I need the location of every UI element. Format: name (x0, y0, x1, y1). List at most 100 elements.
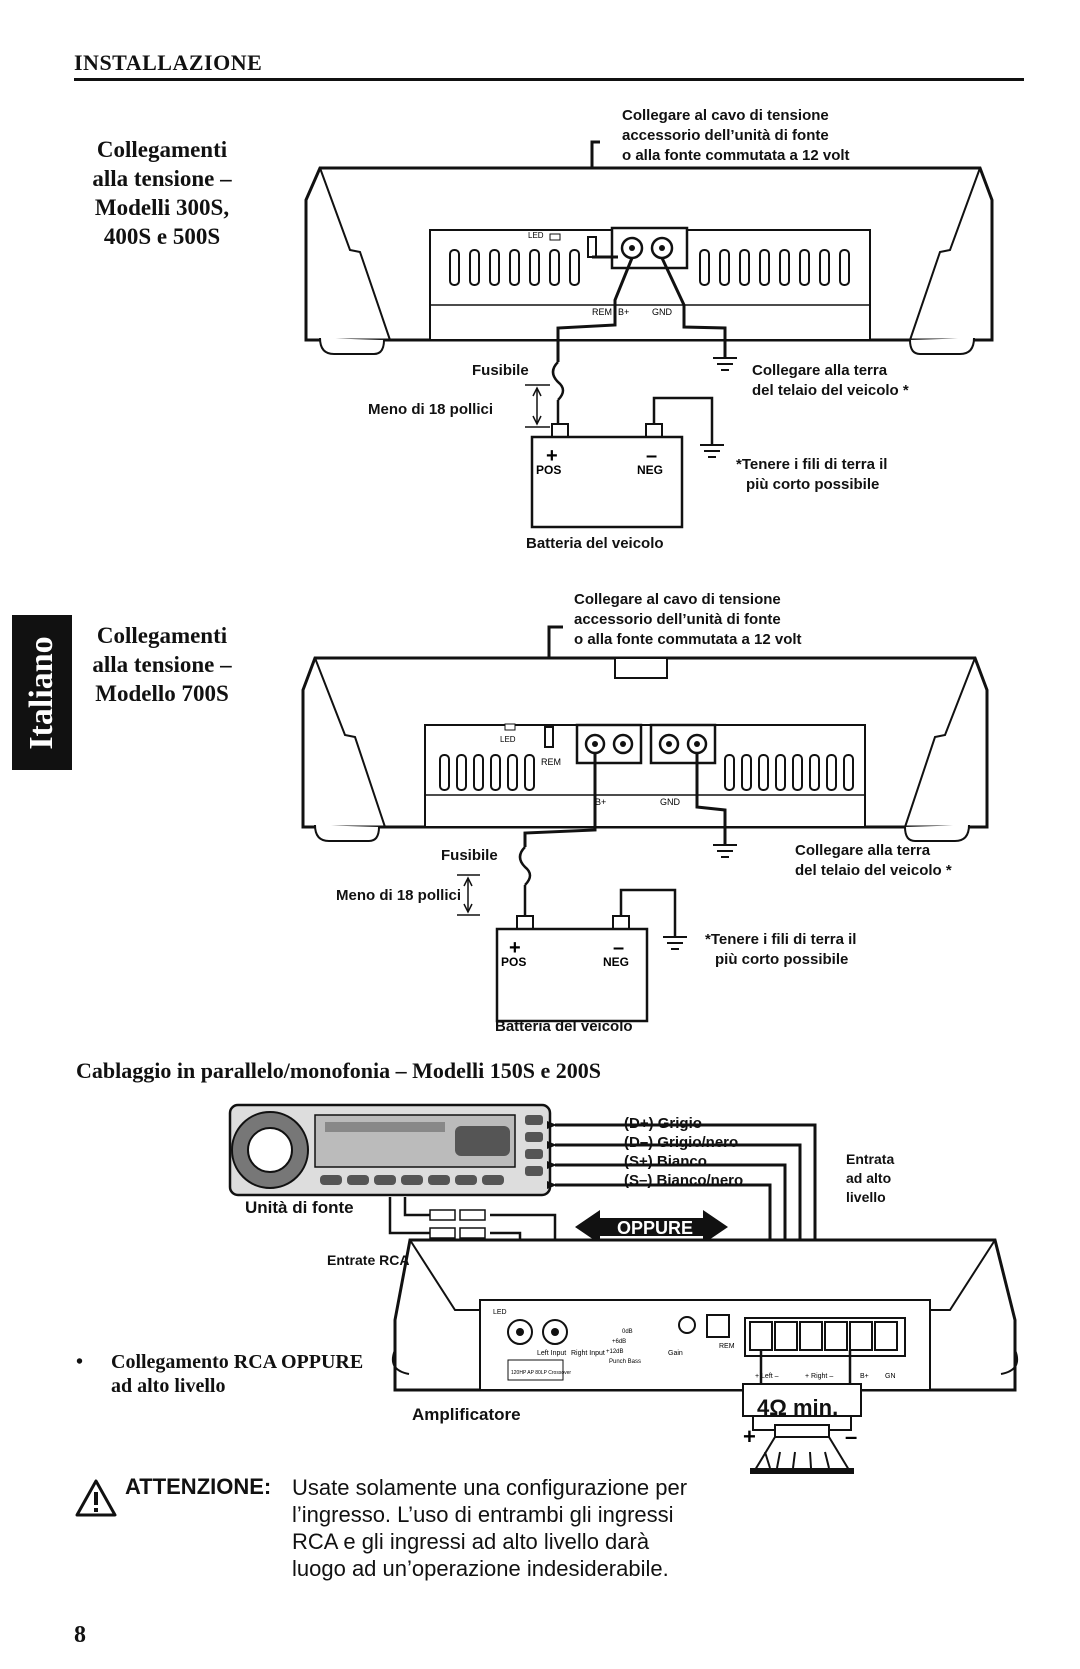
wire-label: (D–) Grigio/nero (624, 1134, 739, 1151)
gnd-label: GND (660, 797, 681, 807)
wire-label: (S–) Bianco/nero (624, 1172, 744, 1189)
bullet-text: ad alto livello (111, 1375, 226, 1397)
battery-icon (530, 435, 684, 529)
gain-0db: 0dB (622, 1329, 633, 1335)
bullet-text: Collegamento RCA OPPURE (111, 1351, 364, 1373)
battery-minus: – (646, 445, 657, 467)
fuse-label: Fusibile (441, 847, 498, 864)
header-rule (74, 78, 1024, 81)
speaker-minus: – (845, 1424, 857, 1449)
label-line: Collegare alla terra (752, 362, 888, 379)
gain-label: Gain (668, 1350, 683, 1357)
warning-triangle-icon (75, 1479, 117, 1517)
warning-line: Usate solamente una configurazione per (292, 1475, 688, 1500)
punch-bass-label: Punch Bass (609, 1359, 641, 1365)
power-diagram-700s: LED REM B+ GND + – POS NEG (301, 625, 989, 1023)
fuse-icon (551, 361, 565, 428)
label-line: del telaio del veicolo * (752, 382, 909, 399)
oppure-arrow-icon (575, 1210, 728, 1244)
warning-line: l’ingresso. L’uso di entrambi gli ingres… (292, 1502, 674, 1527)
label-line: accessorio dell’unità di fonte (574, 611, 781, 628)
battery-pos: POS (536, 463, 561, 477)
ground-icon (713, 357, 737, 371)
gain-12db: +12dB (606, 1349, 624, 1355)
label-line: ad alto (846, 1170, 892, 1186)
speaker-plus: + (743, 1424, 756, 1449)
label-line: livello (846, 1189, 886, 1205)
led-label: LED (528, 231, 544, 240)
speaker-icon (750, 1424, 854, 1474)
section1-title-line: Modelli 300S, (94, 195, 230, 220)
page-header-title: INSTALLAZIONE (74, 50, 263, 75)
label-line: *Tenere i fili di terra il (705, 931, 857, 948)
gnd-label: GND (652, 307, 673, 317)
high-level-input-label: Entrata ad alto livello (846, 1150, 894, 1207)
chassis-ground-label: Collegare alla terra del telaio del veic… (795, 841, 952, 881)
rem-label: REM (541, 757, 561, 767)
parallel-mono-diagram: OPPURE LED Left Input Right Input 0dB +6… (228, 1103, 1019, 1474)
section1-title-line: 400S e 500S (103, 224, 221, 249)
label-line: Collegare alla terra (795, 842, 931, 859)
remote-connection-label: Collegare al cavo di tensione accessorio… (622, 106, 850, 166)
warning-title: ATTENZIONE: (125, 1474, 272, 1499)
battery-icon (495, 927, 649, 1023)
section2-title-line: alla tensione – (92, 652, 232, 677)
label-line: più corto possibile (715, 951, 849, 968)
gain-6db: +6dB (612, 1339, 626, 1345)
side-tab-label: Italiano (23, 635, 60, 750)
bplus-label: B+ (618, 307, 629, 317)
amp-rem-label: REM (719, 1343, 735, 1350)
wire-label: (D+) Grigio (624, 1115, 702, 1132)
label-line: o alla fonte commutata a 12 volt (622, 147, 850, 164)
label-line: Collegare al cavo di tensione (622, 107, 829, 124)
fuse-icon (518, 846, 532, 920)
fuse-label: Fusibile (472, 362, 529, 379)
section1-title: Collegamenti alla tensione – Modelli 300… (72, 135, 252, 251)
page-number: 8 (74, 1622, 86, 1648)
rem-label: REM (592, 307, 612, 317)
ground-note: *Tenere i fili di terra il più corto pos… (705, 930, 856, 970)
section1-title-line: alla tensione – (92, 166, 232, 191)
wire-label: (S+) Bianco (624, 1153, 707, 1170)
battery-label: Batteria del veicolo (495, 1018, 633, 1035)
warning-line: RCA e gli ingressi ad alto livello darà (292, 1529, 650, 1554)
amp-led-label: LED (493, 1309, 507, 1316)
battery-plus: + (509, 937, 521, 959)
bullet-line: •Collegamento RCA OPPURE (76, 1351, 364, 1373)
chassis-ground-label: Collegare alla terra del telaio del veic… (752, 361, 909, 401)
label-line: o alla fonte commutata a 12 volt (574, 631, 802, 648)
left-terminal-label: + Left – (755, 1373, 779, 1380)
wire-color-labels: (D+) Grigio (D–) Grigio/nero (S+) Bianco… (624, 1114, 743, 1190)
led-label: LED (500, 735, 516, 744)
label-line: più corto possibile (746, 476, 880, 493)
battery-pos: POS (501, 955, 526, 969)
source-unit-icon (228, 1103, 552, 1197)
section2-title-line: Collegamenti (96, 623, 228, 648)
label-line: del telaio del veicolo * (795, 862, 952, 879)
right-terminal-label: + Right – (805, 1373, 833, 1380)
language-side-tab: Italiano (12, 615, 72, 770)
amplifier-label: Amplificatore (412, 1405, 521, 1424)
bplus-terminal-label: B+ (860, 1373, 869, 1380)
power-diagram-300s-500s: LED REM B+ GND + – POS NEG (304, 140, 994, 529)
oppure-label: OPPURE (617, 1218, 693, 1238)
crossover-label: 120HP AP 80LP Crossover (511, 1370, 571, 1376)
ground-icon (700, 444, 724, 458)
battery-neg: NEG (637, 463, 663, 477)
label-line: *Tenere i fili di terra il (736, 456, 888, 473)
remote-connection-label: Collegare al cavo di tensione accessorio… (574, 590, 802, 650)
warning-text: Usate solamente una configurazione per l… (292, 1474, 742, 1582)
source-unit-label: Unità di fonte (245, 1198, 354, 1217)
left-input-label: Left Input (537, 1350, 566, 1357)
distance-label: Meno di 18 pollici (368, 401, 494, 418)
gnd-terminal-label: GN (885, 1373, 896, 1380)
right-input-label: Right Input (571, 1350, 605, 1357)
label-line: Entrata (846, 1151, 895, 1167)
battery-label: Batteria del veicolo (526, 535, 664, 552)
section2-title-line: Modello 700S (95, 681, 229, 706)
rca-or-high-level-bullet: •Collegamento RCA OPPURE ad alto livello (76, 1350, 363, 1398)
section3-title: Cablaggio in parallelo/monofonia – Model… (76, 1058, 601, 1083)
bplus-label: B+ (595, 797, 606, 807)
impedance-label: 4Ω min. (757, 1395, 839, 1420)
ground-icon (713, 844, 737, 858)
